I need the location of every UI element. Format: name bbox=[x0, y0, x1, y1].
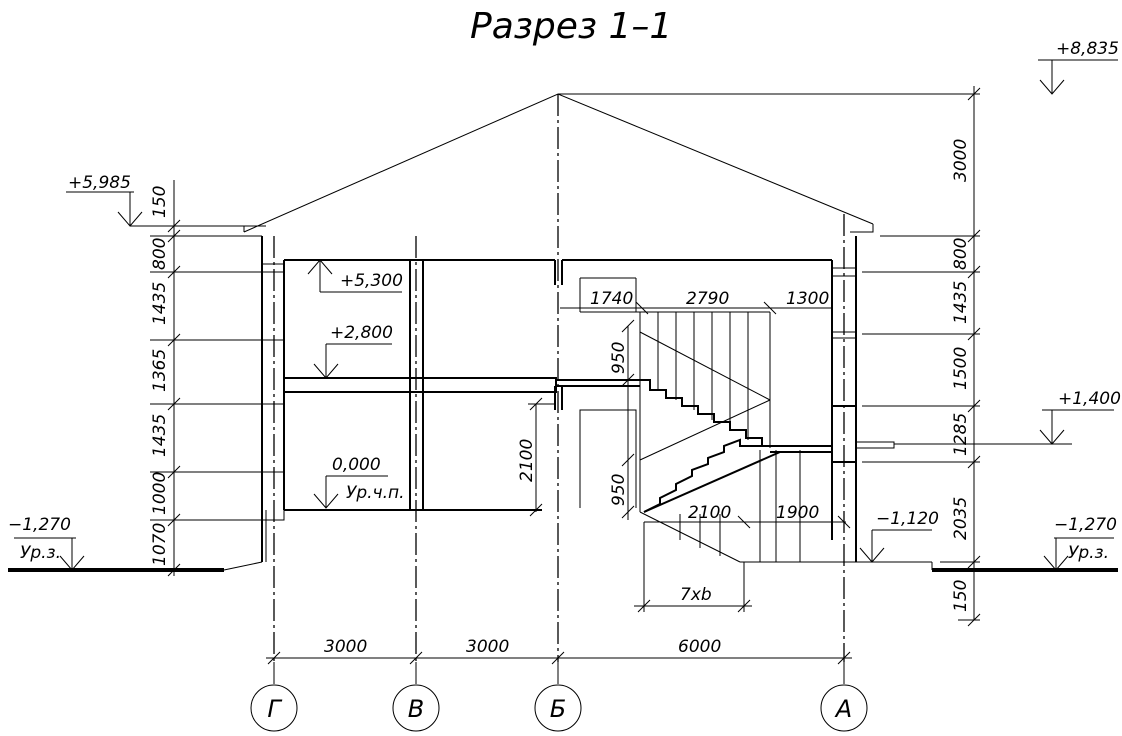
stair-dim-bottom-2: 1900 bbox=[776, 503, 819, 523]
right-dim-4: 1500 bbox=[951, 347, 971, 390]
level-mark-ridge: +8,835 bbox=[1038, 39, 1119, 95]
stair-dim-top-2: 2790 bbox=[686, 289, 729, 309]
right-dim-7: 150 bbox=[951, 580, 971, 612]
axis-dim-2: 3000 bbox=[466, 637, 509, 657]
right-dim-3: 1435 bbox=[951, 281, 971, 324]
level-ridge-label: +8,835 bbox=[1056, 39, 1119, 59]
left-dim-6: 1000 bbox=[150, 472, 170, 515]
axis-bubble-a: А bbox=[820, 662, 868, 732]
level-mark-eaves: +5,985 bbox=[66, 173, 244, 227]
level-0000-label: 0,000 bbox=[332, 455, 381, 475]
stair-dim-vert-1: 950 bbox=[609, 342, 629, 374]
stair-dim-top-3: 1300 bbox=[786, 289, 829, 309]
left-dim-4: 1365 bbox=[150, 349, 170, 392]
level-1120-label: −1,120 bbox=[876, 509, 939, 529]
stair-steps-dim: 7xb bbox=[680, 585, 712, 605]
right-dim-1: 3000 bbox=[951, 139, 971, 182]
level-mark-2800: +2,800 bbox=[313, 323, 393, 379]
axis-lines bbox=[273, 94, 845, 662]
axis-label-b: Б bbox=[550, 695, 566, 723]
axis-label-g: Г bbox=[267, 695, 282, 723]
door-height-dim: 2100 bbox=[517, 439, 537, 482]
level-5300-label: +5,300 bbox=[340, 271, 403, 291]
stair-dim-bottom-1: 2100 bbox=[688, 503, 731, 523]
axis-label-v: В bbox=[408, 695, 424, 723]
left-dim-7: 1070 bbox=[150, 523, 170, 566]
level-ground-left-label: −1,270 bbox=[8, 515, 71, 535]
axis-bubble-b: Б bbox=[534, 662, 582, 732]
level-mark-ground-right: −1,270 Ур.з. bbox=[1043, 515, 1117, 571]
stair-dimensions: 1740 2790 1300 950 950 2100 2100 1900 7x… bbox=[517, 289, 851, 613]
axis-dimension-line: 3000 3000 6000 bbox=[266, 637, 852, 665]
axis-dim-1: 3000 bbox=[324, 637, 367, 657]
level-ground-right-note: Ур.з. bbox=[1068, 543, 1109, 563]
roof bbox=[243, 93, 980, 233]
left-dim-2: 800 bbox=[150, 238, 170, 270]
level-2800-label: +2,800 bbox=[330, 323, 393, 343]
level-mark-1120: −1,120 bbox=[859, 509, 939, 563]
left-dim-3: 1435 bbox=[150, 282, 170, 325]
right-dim-5: 1285 bbox=[951, 413, 971, 456]
drawing-title: Разрез 1–1 bbox=[470, 6, 672, 47]
building-walls bbox=[223, 236, 933, 571]
level-mark-0000: 0,000 Ур.ч.п. bbox=[313, 455, 405, 509]
level-ground-left-note: Ур.з. bbox=[20, 543, 61, 563]
right-dim-6: 2035 bbox=[951, 497, 971, 540]
axis-dim-3: 6000 bbox=[678, 637, 721, 657]
left-dim-1: 150 bbox=[150, 186, 170, 218]
level-mark-1400: +1,400 bbox=[894, 389, 1121, 445]
level-mark-5300: +5,300 bbox=[307, 259, 403, 293]
axis-bubble-g: Г bbox=[250, 662, 298, 732]
right-dim-2: 800 bbox=[951, 238, 971, 270]
level-mark-ground-left: −1,270 Ур.з. bbox=[8, 515, 85, 571]
left-dim-5: 1435 bbox=[150, 414, 170, 457]
stair-dim-vert-2: 950 bbox=[609, 474, 629, 506]
right-dimension-chain: 3000 800 1435 1500 1285 2035 150 bbox=[862, 86, 981, 627]
level-ground-right-label: −1,270 bbox=[1054, 515, 1117, 535]
level-eaves-label: +5,985 bbox=[68, 173, 131, 193]
stair-dim-top-1: 1740 bbox=[590, 289, 633, 309]
level-0000-note: Ур.ч.п. bbox=[346, 483, 405, 503]
axis-label-a: А bbox=[834, 695, 852, 723]
axis-bubble-v: В bbox=[392, 662, 440, 732]
level-1400-label: +1,400 bbox=[1058, 389, 1121, 409]
left-dimension-chain: 150 800 1435 1365 1435 1000 1070 bbox=[150, 180, 266, 577]
stair bbox=[579, 277, 832, 563]
